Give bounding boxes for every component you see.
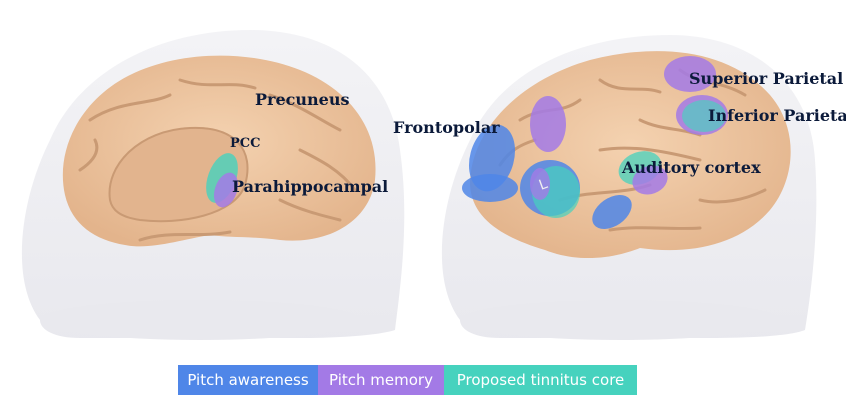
legend-label: Proposed tinnitus core bbox=[457, 371, 625, 389]
legend-item-tinnitus-core: Proposed tinnitus core bbox=[444, 365, 637, 395]
label-superior-parietal: Superior Parietal bbox=[689, 69, 843, 88]
label-precuneus: Precuneus bbox=[255, 90, 349, 109]
label-parahippocampal: Parahippocampal bbox=[232, 177, 388, 196]
legend-item-pitch-memory: Pitch memory bbox=[318, 365, 444, 395]
label-auditory-cortex: Auditory cortex bbox=[621, 158, 761, 177]
legend-item-pitch-awareness: Pitch awareness bbox=[178, 365, 318, 395]
legend-label: Pitch memory bbox=[329, 371, 433, 389]
label-pcc: PCC bbox=[230, 136, 260, 151]
frontopolar-awareness-blob-lower bbox=[462, 174, 518, 202]
legend: Pitch awareness Pitch memory Proposed ti… bbox=[178, 365, 637, 395]
label-frontopolar: Frontopolar bbox=[393, 118, 500, 137]
frontal-memory-blob bbox=[530, 96, 566, 152]
legend-label: Pitch awareness bbox=[187, 371, 308, 389]
label-inferior-parietal: Inferior Parietal bbox=[708, 106, 846, 125]
